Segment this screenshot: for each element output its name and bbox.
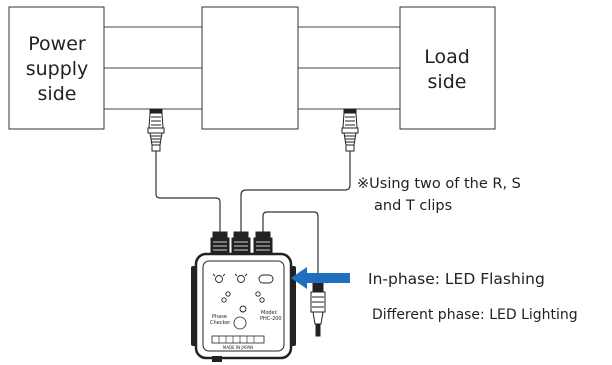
power-supply-label-line2: supply — [26, 58, 89, 80]
probe-icon — [310, 281, 326, 337]
clip-usage-note-line1: ※Using two of the R, S — [357, 176, 521, 192]
phase-checker-device: Phase Checker Model: PHC-200 MADE IN JAP… — [191, 231, 296, 362]
power-supply-label-line3: side — [38, 83, 77, 105]
middle-box — [201, 6, 299, 130]
load-label-line2: side — [428, 71, 467, 93]
left-cable — [155, 151, 221, 232]
led-indicator-icon — [212, 273, 274, 284]
device-label-phase: Phase — [212, 314, 227, 320]
device-model-number: PHC-200 — [260, 316, 282, 322]
probe-cable — [262, 211, 319, 282]
device-label-checker: Checker — [210, 320, 231, 326]
left-clip-icon — [147, 108, 165, 152]
cables — [155, 151, 351, 282]
dial-icon — [221, 291, 265, 313]
right-clip-icon — [341, 108, 359, 152]
legend-different-phase: Different phase: LED Lighting — [372, 307, 578, 323]
device-label-model: Model: — [261, 310, 278, 316]
device-origin-label: MADE IN JAPAN — [223, 345, 253, 350]
clip-usage-note-line2: and T clips — [374, 198, 452, 214]
load-box: Load side — [399, 6, 496, 130]
device-connectors — [210, 231, 273, 255]
indicator-arrow-icon — [291, 267, 350, 289]
power-supply-label-line1: Power — [28, 33, 86, 55]
legend-in-phase: In-phase: LED Flashing — [368, 270, 545, 288]
right-cable — [240, 151, 351, 232]
load-label-line1: Load — [424, 46, 470, 68]
power-supply-box: Power supply side — [8, 6, 105, 130]
